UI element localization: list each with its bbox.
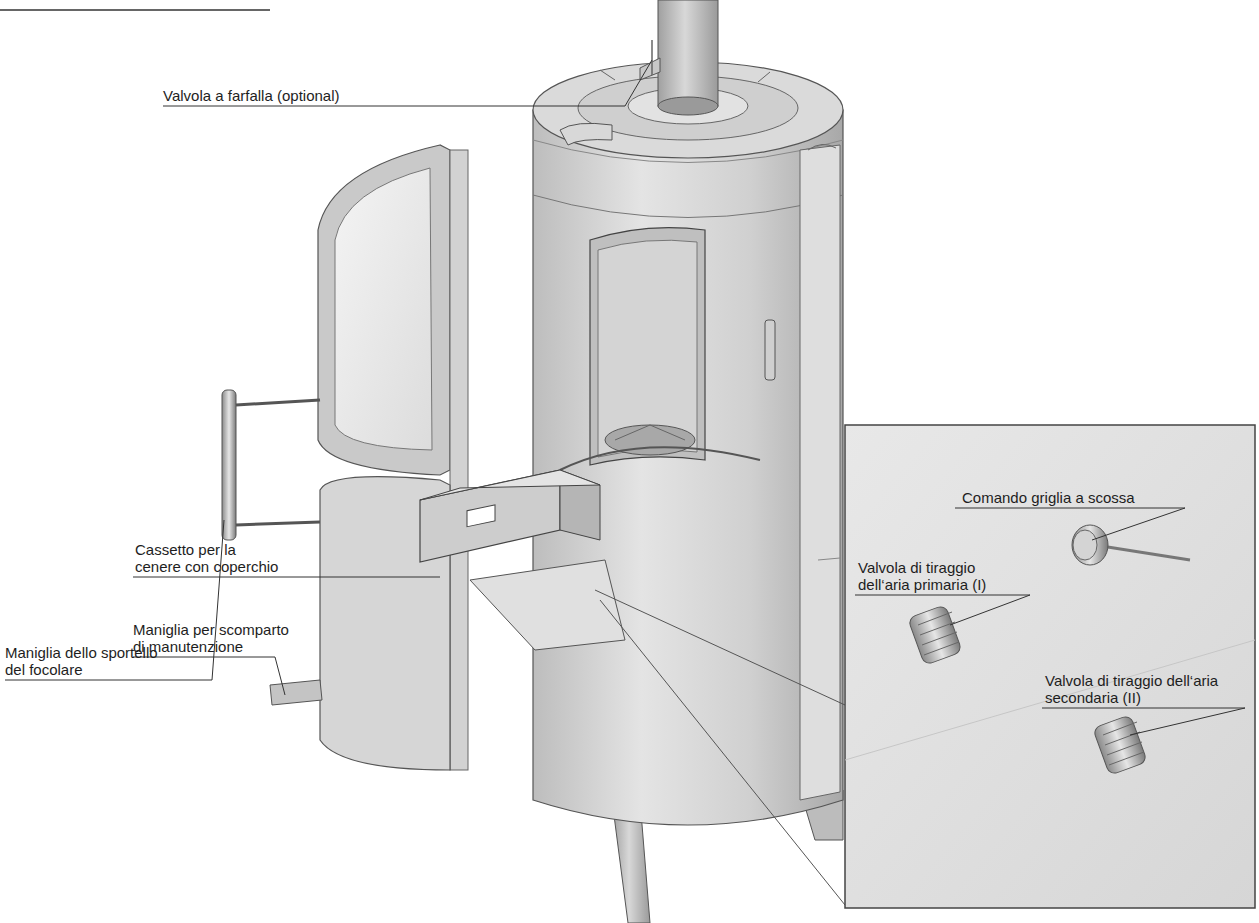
leader-lines (5, 60, 1245, 735)
primary-air-knob (908, 605, 963, 666)
part-label: Valvola di tiraggio dell‘aria secondaria… (1045, 672, 1223, 706)
part-label: Maniglia per scomparto di manutenzione (133, 621, 298, 655)
secondary-air-knob (1093, 715, 1148, 776)
part-label: Valvola di tiraggio dell‘aria primaria (… (858, 559, 1018, 593)
part-label: Cassetto per la cenere con coperchio (135, 541, 283, 575)
part-label: Comando griglia a scossa (962, 489, 1192, 506)
part-label: Valvola a farfalla (optional) (163, 87, 463, 104)
